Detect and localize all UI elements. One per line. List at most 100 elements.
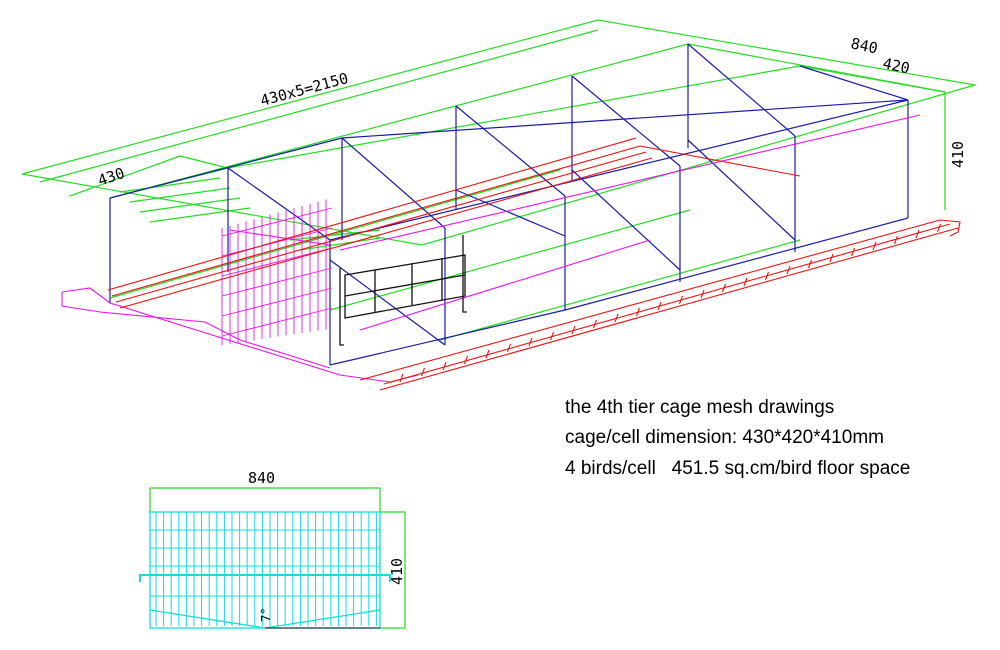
dim-line-430 (69, 155, 181, 197)
dim-label-410: 410 (949, 141, 967, 168)
frame-top (341, 137, 446, 229)
dim-label-2150: 430x5=2150 (258, 69, 350, 110)
floor-tick (571, 325, 576, 335)
green-mesh-line (299, 237, 381, 251)
mesh-wire (221, 207, 333, 237)
frame-top (455, 105, 566, 197)
floor-tick (463, 355, 469, 365)
frame-bottom (687, 139, 796, 241)
section-feed-rail (139, 574, 391, 582)
trough-line (119, 157, 653, 309)
section-mesh (150, 512, 380, 626)
dim-extension (179, 155, 229, 169)
dim-line-420 (799, 65, 946, 93)
partition-line (339, 114, 921, 251)
floor-tick (850, 247, 856, 257)
floor-tick (678, 295, 684, 305)
floor-tick (528, 337, 533, 347)
frame-bottom (571, 169, 681, 271)
frame-top (109, 137, 343, 199)
top-dimension-frame (21, 19, 976, 341)
dim-label-430: 430 (95, 164, 126, 190)
green-guide-line (439, 239, 801, 341)
frame-top (227, 167, 331, 241)
trough-end (639, 145, 801, 177)
trough-line (111, 145, 641, 297)
top-outline (21, 19, 976, 246)
section-label-410: 410 (388, 558, 406, 585)
green-plane-line (227, 65, 801, 169)
mesh-wire (221, 267, 333, 297)
green-guide-line (109, 169, 561, 299)
floor-tick (936, 223, 942, 233)
cage-door[interactable] (339, 235, 467, 346)
note-title: the 4th tier cage mesh drawings (565, 397, 835, 418)
floor-tick (592, 319, 598, 329)
partition-line (359, 239, 651, 331)
trough-line (107, 137, 637, 291)
door-bar (344, 274, 466, 297)
frame-bottom (564, 217, 909, 311)
cage-frame (109, 43, 909, 366)
floor-front-line (359, 219, 941, 381)
dim-label-840: 840 (849, 34, 879, 57)
floor-tick (915, 229, 920, 239)
floor-tick (635, 307, 641, 317)
section-label-840: 840 (248, 469, 275, 487)
dim-label-420: 420 (881, 54, 911, 77)
floor-front-line (383, 223, 951, 385)
floor-trough (107, 137, 961, 391)
green-plane-line (109, 43, 689, 199)
floor-tick (786, 265, 791, 275)
partition-line (229, 229, 331, 246)
floor-tick (807, 259, 813, 269)
frame-top (571, 75, 681, 167)
floor-tick (420, 367, 426, 377)
door-hinge-right (462, 235, 467, 313)
floor-tick (872, 241, 877, 251)
frame-top (799, 65, 909, 101)
dim-line-2150 (39, 29, 599, 183)
floor-tick (485, 349, 490, 359)
floor-left-lip (61, 292, 331, 369)
green-mesh-line (149, 207, 251, 223)
floor-tick (700, 289, 705, 299)
green-mesh-line (139, 197, 241, 213)
mesh-wire (221, 287, 333, 317)
frame-top (341, 99, 909, 139)
section-label-slope: 7° (259, 608, 273, 622)
frame-bottom (455, 189, 566, 237)
note-density: 4 birds/cell 451.5 sq.cm/bird floor spac… (565, 458, 911, 479)
green-guide-line (329, 209, 691, 311)
floor-corner (939, 219, 961, 237)
frame-bottom (329, 309, 566, 366)
floor-tick (743, 277, 748, 287)
floor-tick (614, 313, 619, 323)
green-mesh-line (119, 177, 221, 193)
section-dimensions (149, 487, 406, 629)
floor-tick (657, 301, 662, 311)
door-frame[interactable] (344, 254, 466, 319)
door-hinge-left (339, 268, 344, 346)
floor-front-line (379, 227, 959, 391)
floor-tick (399, 373, 404, 383)
floor-tick (829, 253, 834, 263)
section-view: 840 410 7° (139, 469, 406, 629)
partition-lines (61, 114, 921, 383)
floor-tick (549, 331, 555, 341)
floor-tick (721, 283, 727, 293)
floor-front-edge (61, 287, 419, 383)
mesh-wire (221, 247, 333, 277)
trough-line (115, 151, 647, 303)
frame-top (329, 99, 909, 241)
note-dimension: cage/cell dimension: 430*420*410mm (565, 427, 884, 448)
frame-top (687, 43, 796, 137)
mesh-wire (221, 307, 333, 337)
left-cell-mesh (221, 199, 333, 345)
floor-tick (893, 235, 899, 245)
floor-tick (764, 271, 770, 281)
floor-tick (506, 343, 512, 353)
green-mesh-line (129, 187, 231, 203)
floor-tick (442, 361, 447, 371)
